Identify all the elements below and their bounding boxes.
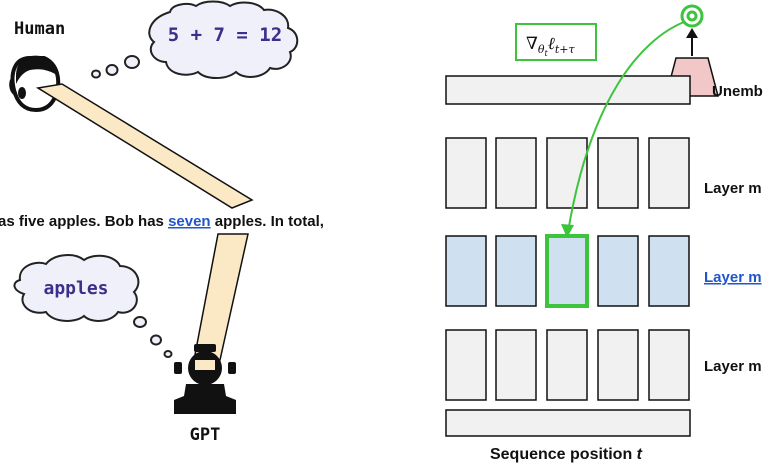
- layer-label-top: Layer m: [704, 180, 762, 197]
- prompt-text-post: apples. In total,: [211, 213, 324, 230]
- prompt-highlight-word: seven: [168, 213, 211, 230]
- bottom-layer-bar: [445, 409, 691, 437]
- cell: [445, 235, 487, 307]
- unembed-label: Unemb: [712, 83, 763, 100]
- cell: [546, 329, 588, 401]
- cell: [495, 329, 537, 401]
- layer-row-middle: [445, 234, 690, 308]
- cell: [597, 235, 639, 307]
- human-attention-beam: [35, 83, 254, 209]
- gpt-robot-icon: [174, 344, 236, 414]
- gpt-label: GPT: [190, 425, 221, 445]
- cell-highlighted: [545, 234, 589, 308]
- layer-label-bottom: Layer m: [704, 358, 762, 375]
- gradient-theta: θ: [538, 43, 545, 56]
- gradient-nabla: ∇: [526, 34, 538, 54]
- unembed-output-arrow: [686, 28, 698, 56]
- cell: [597, 137, 639, 209]
- gradient-flow-arrow: [561, 21, 685, 238]
- human-head-icon: [9, 55, 61, 113]
- gradient-label: ∇θtℓt+τ: [526, 34, 575, 58]
- sequence-axis-var: t: [637, 446, 643, 463]
- cell: [648, 137, 690, 209]
- human-thought-cloud: [91, 0, 299, 79]
- output-target-icon: [680, 4, 704, 28]
- gradient-theta-sub: t: [545, 49, 549, 58]
- cell: [495, 137, 537, 209]
- human-thought-text: 5 + 7 = 12: [168, 24, 282, 46]
- layer-row-bottom: [445, 329, 690, 401]
- gpt-thought-text: apples: [43, 278, 108, 299]
- gradient-loss-sub: t+τ: [555, 43, 576, 56]
- cell: [648, 329, 690, 401]
- top-layer-bar: [445, 75, 691, 105]
- gradient-loss: ℓ: [548, 34, 555, 54]
- prompt-text-pre: as five apples. Bob has: [0, 213, 168, 230]
- gpt-thought-cloud: [13, 254, 173, 358]
- sequence-axis-text: Sequence position: [490, 446, 637, 463]
- human-label: Human: [14, 19, 65, 39]
- prompt-text: as five apples. Bob has seven apples. In…: [0, 213, 324, 230]
- cell: [445, 329, 487, 401]
- cell: [597, 329, 639, 401]
- layer-label-middle: Layer m: [704, 269, 762, 286]
- right-panel: ∇θtℓt+τ Unemb Layer m: [445, 4, 763, 463]
- layer-row-top: [445, 137, 690, 209]
- cell: [648, 235, 690, 307]
- left-panel: Human 5 + 7 = 12 as five apples. Bob has…: [0, 0, 324, 445]
- cell: [445, 137, 487, 209]
- gradient-label-box: [515, 23, 597, 61]
- gpt-attention-beam: [193, 233, 249, 361]
- sequence-axis-label: Sequence position t: [490, 446, 643, 463]
- cell: [495, 235, 537, 307]
